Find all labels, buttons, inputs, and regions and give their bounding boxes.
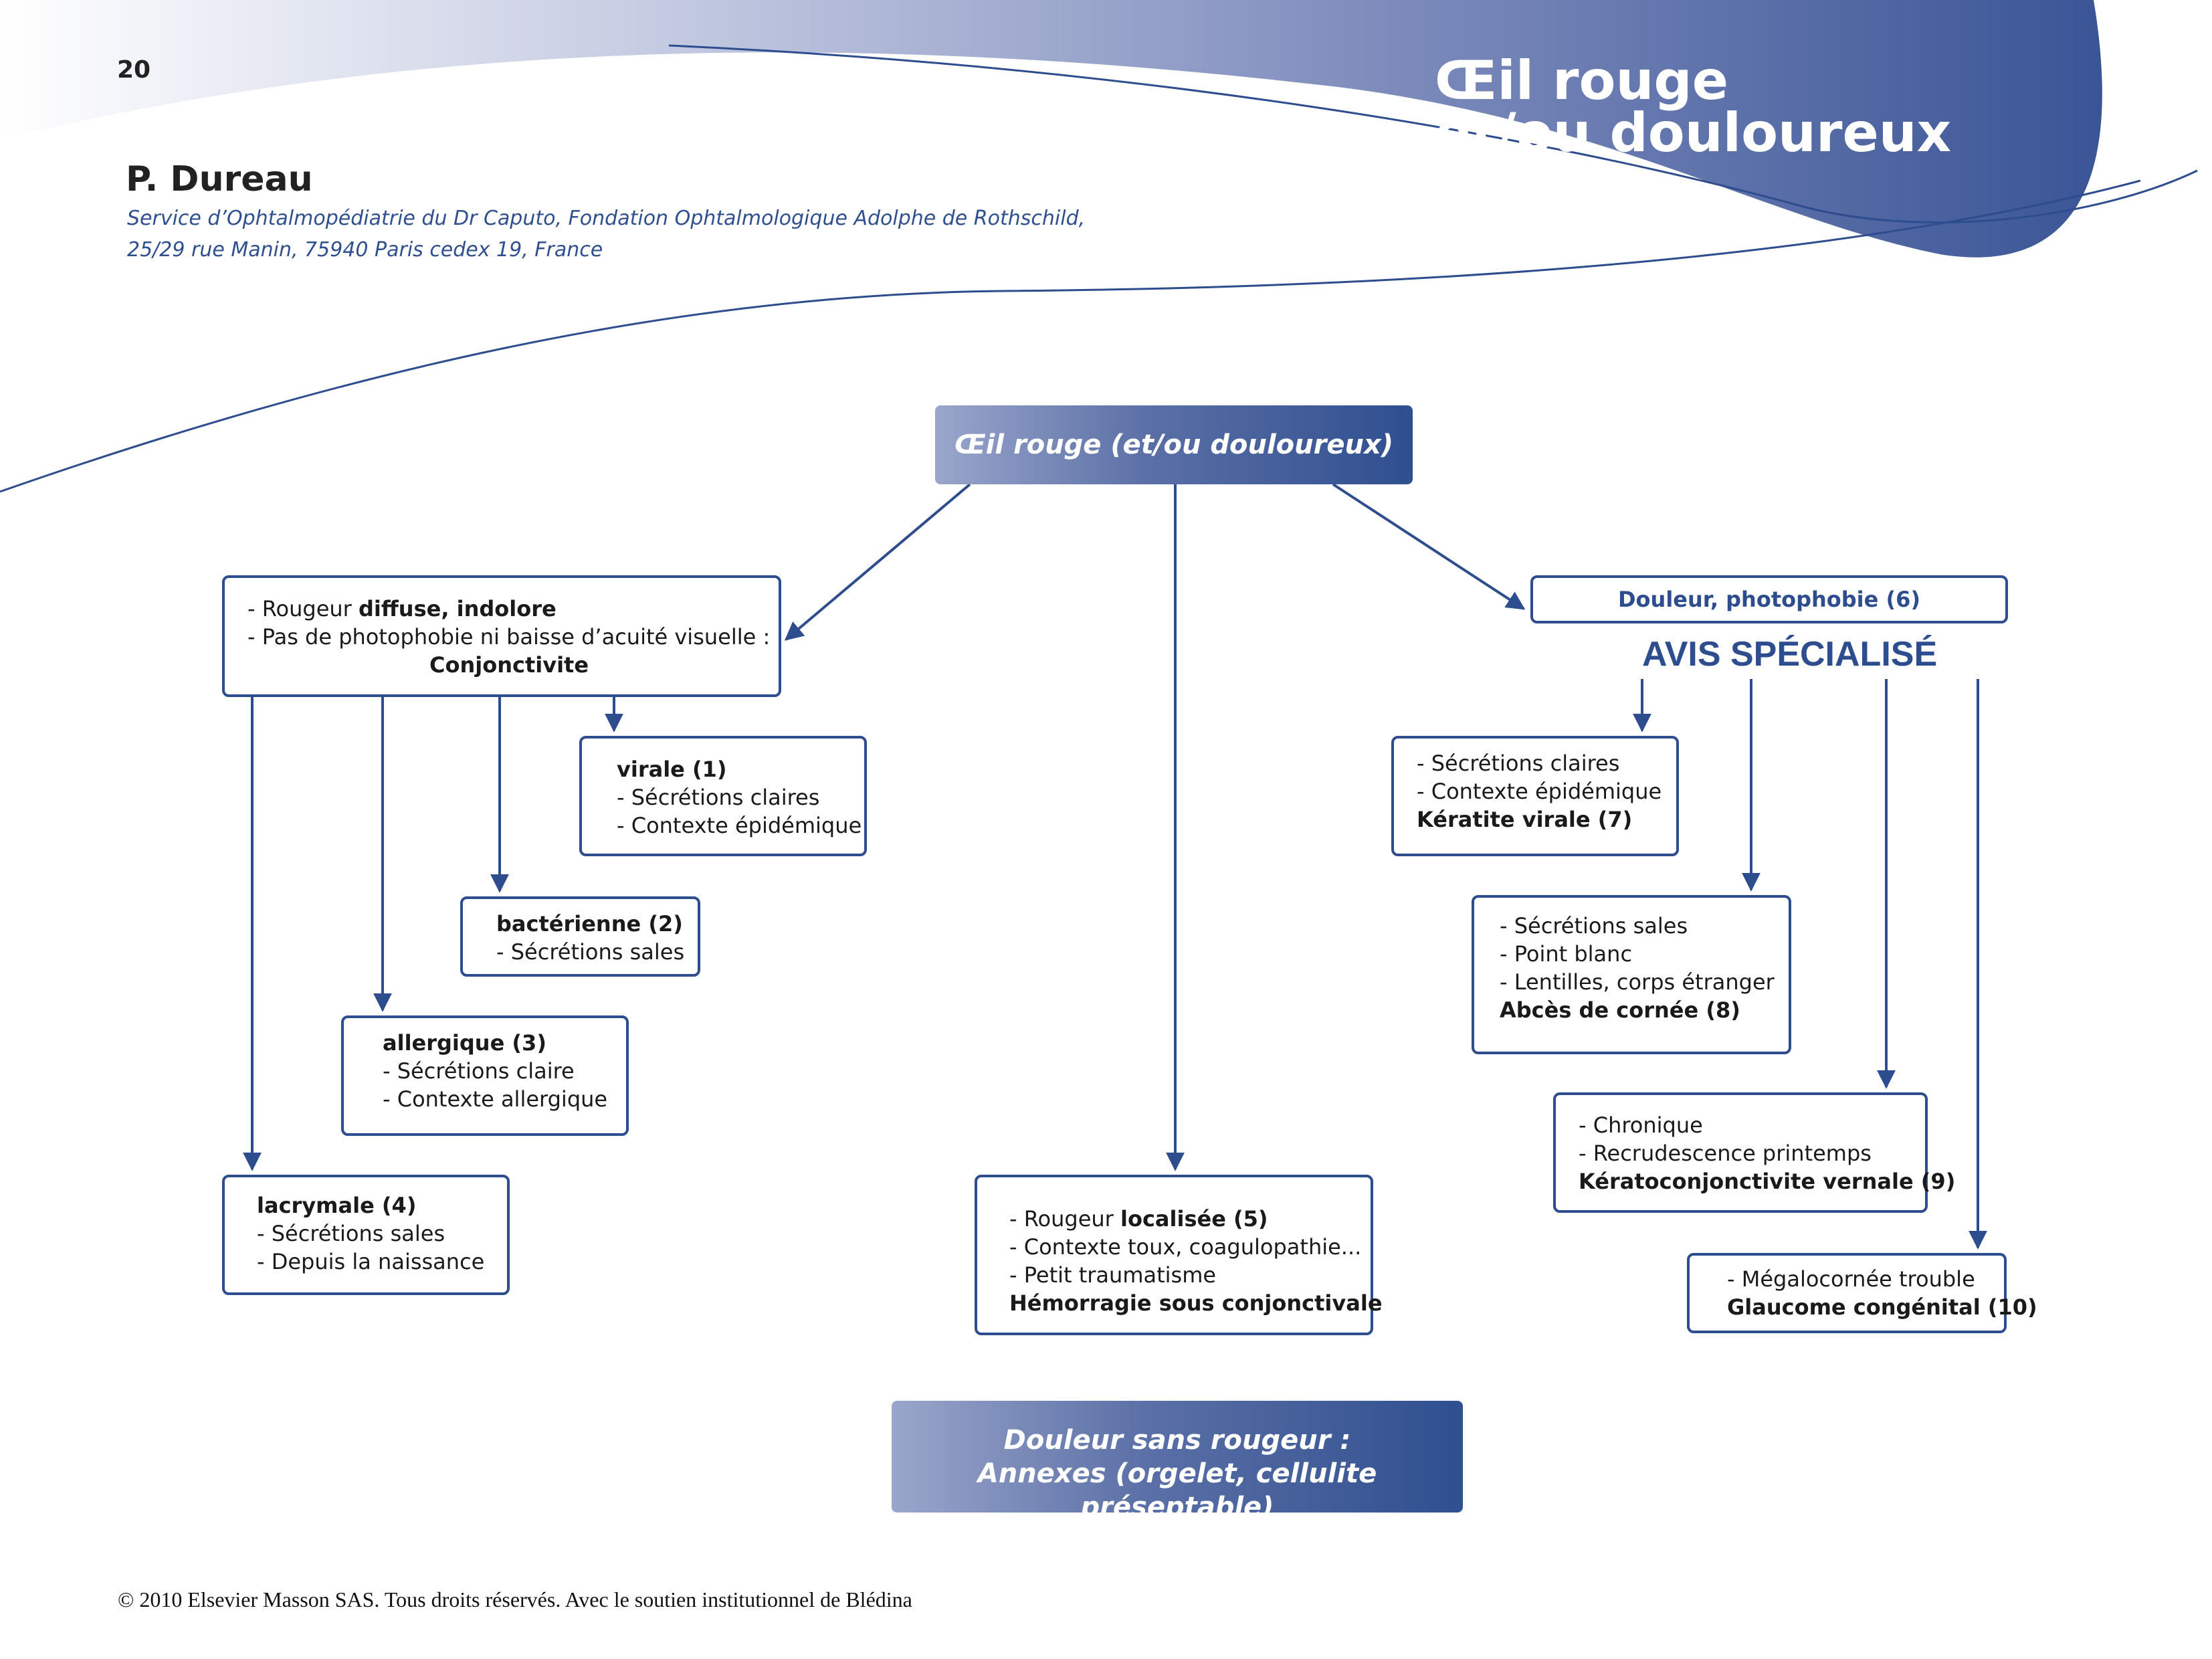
- hemorragie-line1-bold: localisée (5): [1120, 1206, 1268, 1232]
- conjonctivite-line2: - Pas de photophobie ni baisse d’acuité …: [247, 624, 771, 650]
- abces-node: - Sécrétions sales - Point blanc - Lenti…: [1472, 895, 1791, 1054]
- author-name: P. Dureau: [126, 159, 313, 199]
- copyright-footer: © 2010 Elsevier Masson SAS. Tous droits …: [118, 1587, 912, 1612]
- author-affiliation: Service d’Ophtalmopédiatrie du Dr Caputo…: [127, 203, 1085, 266]
- keratite-node: - Sécrétions claires - Contexte épidémiq…: [1391, 736, 1679, 856]
- arrow-root-to-conjonctivite: [784, 483, 971, 641]
- hemorragie-node: - Rougeur localisée (5) - Contexte toux,…: [975, 1175, 1383, 1335]
- hemorragie-line3: - Petit traumatisme: [1009, 1262, 1217, 1288]
- virale-line2: - Contexte épidémique: [617, 813, 862, 838]
- bacterienne-node: bactérienne (2) - Sécrétions sales: [460, 896, 700, 977]
- abces-line2: - Point blanc: [1500, 941, 1633, 967]
- vernale-node: - Chronique - Recrudescence printemps Ké…: [1553, 1092, 1956, 1213]
- avis-specialise-heading: AVIS SPÉCIALISÉ: [1642, 635, 1938, 674]
- bottom-line1: Douleur sans rougeur :: [1003, 1425, 1351, 1456]
- curve-line-bottom: [0, 179, 2141, 493]
- page-title: Œil rouge et/ou douloureux: [1435, 50, 1952, 164]
- page-title-line2: et/ou douloureux: [1435, 102, 1952, 164]
- glaucome-node: - Mégalocornée trouble Glaucome congénit…: [1687, 1253, 2037, 1333]
- bottom-line2: Annexes (orgelet, cellulite préseptable): [977, 1458, 1377, 1523]
- curve-line-top: [668, 44, 2198, 223]
- glaucome-line1: - Mégalocornée trouble: [1727, 1266, 1975, 1292]
- root-node: Œil rouge (et/ou douloureux): [935, 405, 1413, 484]
- lacrymale-line2: - Depuis la naissance: [257, 1249, 485, 1274]
- affiliation-line2: 25/29 rue Manin, 75940 Paris cedex 19, F…: [127, 238, 603, 262]
- keratite-label: Kératite virale (7): [1417, 807, 1633, 832]
- keratite-line2: - Contexte épidémique: [1417, 779, 1662, 804]
- page-title-line1: Œil rouge: [1435, 50, 1728, 112]
- abces-line1: - Sécrétions sales: [1500, 913, 1688, 939]
- lacrymale-node: lacrymale (4) - Sécrétions sales - Depui…: [222, 1175, 510, 1295]
- allergique-line2: - Contexte allergique: [383, 1086, 608, 1112]
- glaucome-label: Glaucome congénital (10): [1727, 1294, 2037, 1320]
- bacterienne-line1: - Sécrétions sales: [496, 939, 685, 965]
- douleur-label: Douleur, photophobie (6): [1617, 587, 1920, 612]
- allergique-node: allergique (3) - Sécrétions claire - Con…: [341, 1015, 629, 1136]
- affiliation-line1: Service d’Ophtalmopédiatrie du Dr Caputo…: [127, 207, 1086, 230]
- douleur-sans-rougeur-node: Douleur sans rougeur : Annexes (orgelet,…: [892, 1401, 1463, 1523]
- header-band: [0, 0, 2102, 258]
- root-node-label: Œil rouge (et/ou douloureux): [954, 429, 1394, 460]
- lacrymale-line1: - Sécrétions sales: [257, 1221, 445, 1246]
- virale-title: virale (1): [617, 757, 727, 782]
- allergique-line1: - Sécrétions claire: [383, 1058, 575, 1084]
- vernale-line2: - Recrudescence printemps: [1579, 1141, 1872, 1166]
- hemorragie-line1: - Rougeur localisée (5): [1009, 1205, 1371, 1233]
- lacrymale-title: lacrymale (4): [257, 1193, 417, 1218]
- vernale-label: Kératoconjonctivite vernale (9): [1579, 1169, 1956, 1194]
- virale-node: virale (1) - Sécrétions claires - Contex…: [579, 736, 867, 856]
- conjonctivite-line1-prefix: - Rougeur: [247, 596, 359, 621]
- bacterienne-title: bactérienne (2): [496, 911, 683, 937]
- conjonctivite-node: - Rougeur diffuse, indolore - Pas de pho…: [222, 575, 781, 697]
- keratite-line1: - Sécrétions claires: [1417, 751, 1620, 776]
- douleur-node: Douleur, photophobie (6): [1530, 575, 2008, 623]
- virale-line1: - Sécrétions claires: [617, 785, 820, 810]
- page-number: 20: [117, 56, 151, 84]
- abces-label: Abcès de cornée (8): [1500, 997, 1740, 1023]
- hemorragie-label: Hémorragie sous conjonctivale: [1009, 1290, 1383, 1316]
- vernale-line1: - Chronique: [1579, 1112, 1703, 1138]
- hemorragie-line2: - Contexte toux, coagulopathie...: [1009, 1234, 1362, 1260]
- hemorragie-line1-prefix: - Rougeur: [1009, 1206, 1120, 1232]
- conjonctivite-label: Conjonctivite: [429, 652, 589, 678]
- allergique-title: allergique (3): [383, 1030, 546, 1056]
- conjonctivite-line1: - Rougeur diffuse, indolore: [247, 595, 779, 623]
- arrow-root-to-douleur: [1332, 483, 1526, 610]
- abces-line3: - Lentilles, corps étranger: [1500, 969, 1775, 995]
- conjonctivite-line1-bold: diffuse, indolore: [358, 596, 557, 621]
